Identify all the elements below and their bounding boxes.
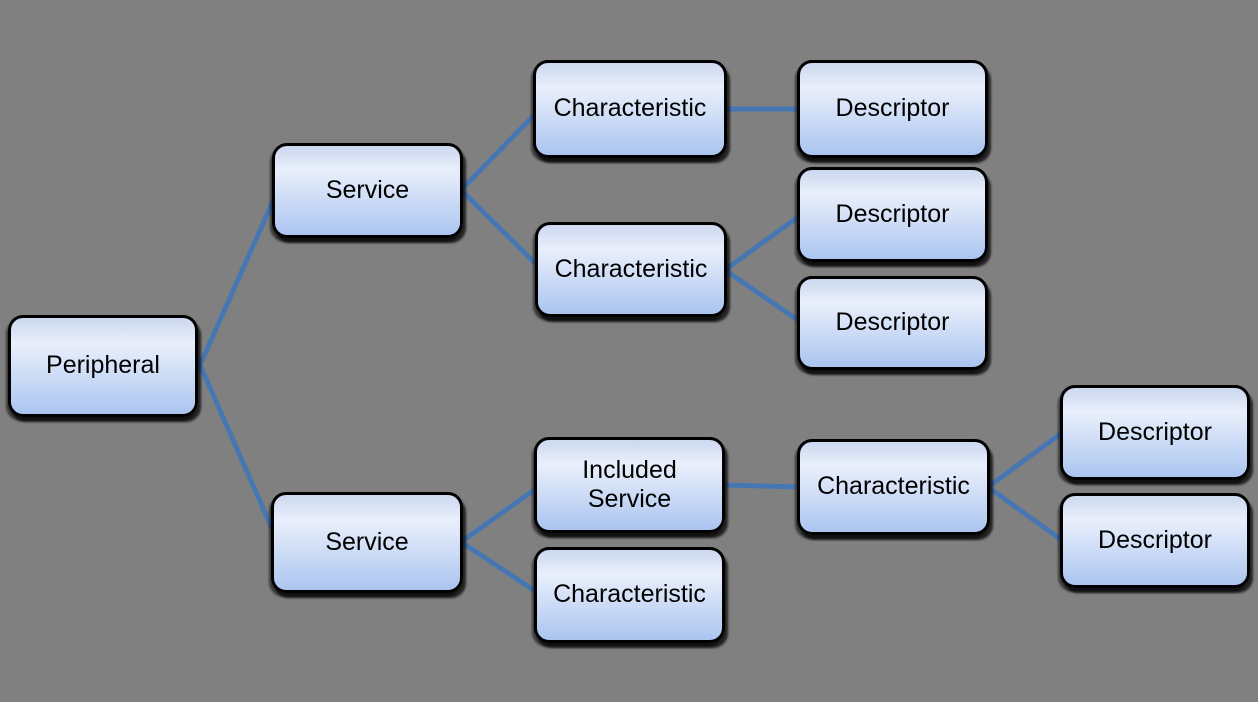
node-characteristic-3: Characteristic	[534, 547, 725, 643]
edge-characteristic-4-descriptor-4	[985, 429, 1066, 490]
node-included-service: Included Service	[534, 437, 725, 533]
edge-peripheral-service-2	[197, 362, 281, 545]
node-peripheral-label: Peripheral	[46, 351, 160, 380]
edge-service-2-characteristic-3	[458, 539, 544, 598]
edge-characteristic-2-descriptor-3	[722, 267, 805, 326]
node-descriptor-3-label: Descriptor	[835, 308, 950, 337]
node-descriptor-5-label: Descriptor	[1098, 525, 1212, 554]
node-service-1: Service	[272, 143, 463, 238]
node-descriptor-1-label: Descriptor	[835, 94, 950, 123]
edge-characteristic-2-descriptor-2	[722, 211, 805, 273]
node-descriptor-2-label: Descriptor	[835, 199, 950, 228]
node-characteristic-4-label: Characteristic	[817, 472, 970, 501]
node-descriptor-4-label: Descriptor	[1098, 417, 1212, 446]
edge-peripheral-service-1	[197, 187, 281, 368]
node-service-2-label: Service	[325, 527, 409, 556]
node-peripheral: Peripheral	[8, 315, 198, 417]
node-characteristic-2: Characteristic	[535, 222, 727, 317]
node-characteristic-1-label: Characteristic	[553, 94, 707, 123]
node-characteristic-4: Characteristic	[797, 439, 990, 535]
node-service-2: Service	[271, 492, 463, 593]
edge-service-1-characteristic-2	[458, 187, 545, 273]
edge-included-service-characteristic-4	[720, 482, 803, 490]
node-descriptor-2: Descriptor	[797, 167, 988, 262]
node-characteristic-2-label: Characteristic	[554, 254, 708, 283]
node-descriptor-5: Descriptor	[1060, 493, 1250, 588]
edge-service-1-characteristic-1	[458, 106, 543, 193]
node-service-1-label: Service	[325, 175, 410, 204]
node-characteristic-3-label: Characteristic	[553, 580, 706, 609]
edge-characteristic-4-descriptor-5	[985, 484, 1066, 544]
node-included-service-label: Included Service	[582, 455, 677, 514]
edge-service-2-included-service	[458, 482, 544, 545]
node-characteristic-1: Characteristic	[533, 60, 727, 158]
node-descriptor-1: Descriptor	[797, 60, 988, 158]
node-descriptor-4: Descriptor	[1060, 385, 1250, 480]
node-descriptor-3: Descriptor	[797, 276, 988, 370]
